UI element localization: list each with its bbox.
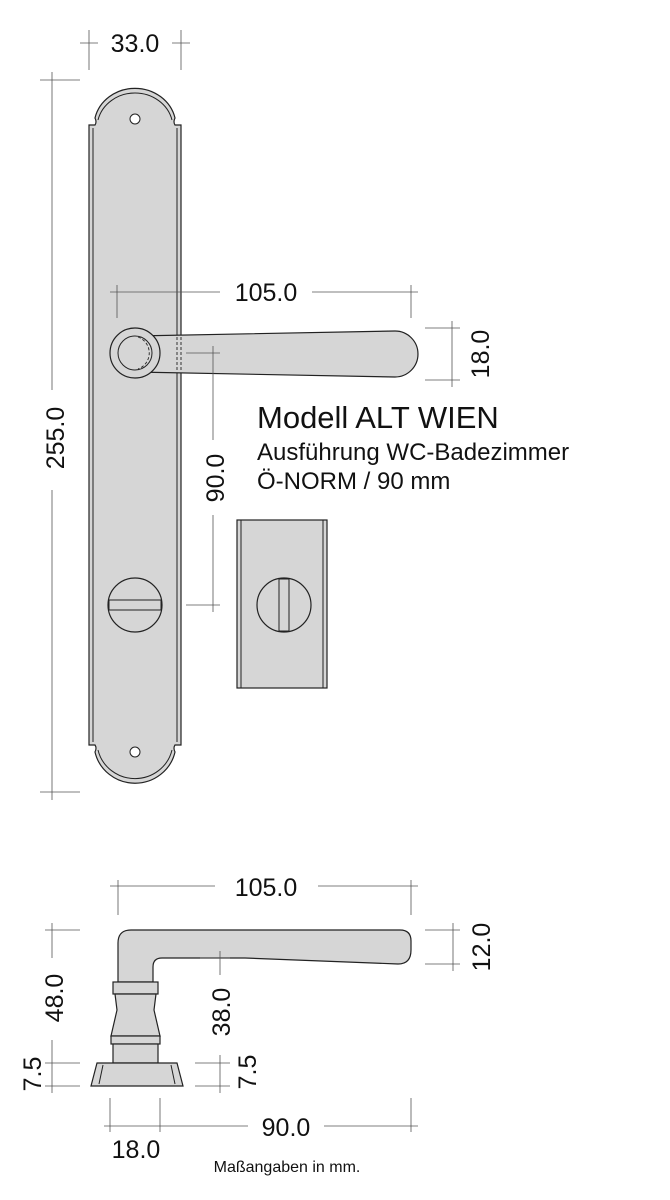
dimension-spindle-distance: 90.0 <box>186 346 230 612</box>
model-variant: Ausführung WC-Badezimmer <box>257 439 569 466</box>
wc-turn-front <box>107 577 163 633</box>
svg-text:38.0: 38.0 <box>208 988 236 1037</box>
svg-text:90.0: 90.0 <box>202 454 230 503</box>
dimension-side-lever-length: 105.0 <box>110 874 418 915</box>
svg-text:7.5: 7.5 <box>19 1057 47 1092</box>
back-plate <box>88 87 182 784</box>
dimension-neck-height: 38.0 7.5 <box>195 951 262 1093</box>
svg-text:90.0: 90.0 <box>262 1114 311 1142</box>
svg-text:12.0: 12.0 <box>468 923 496 972</box>
lever-side <box>90 929 412 1087</box>
svg-text:105.0: 105.0 <box>235 279 298 307</box>
units-footnote: Maßangaben in mm. <box>214 1159 361 1176</box>
dimension-plate-width: 33.0 <box>80 30 190 70</box>
model-norm: Ö-NORM / 90 mm <box>257 468 450 495</box>
svg-text:7.5: 7.5 <box>234 1055 262 1090</box>
model-title: Modell ALT WIEN <box>257 400 499 435</box>
svg-text:33.0: 33.0 <box>111 30 160 58</box>
svg-text:18.0: 18.0 <box>467 330 495 379</box>
svg-text:255.0: 255.0 <box>42 407 70 470</box>
lever-front <box>109 327 419 379</box>
dimension-total-height: 48.0 7.5 <box>19 923 80 1093</box>
svg-text:105.0: 105.0 <box>235 874 298 902</box>
dimension-neck-width-and-reach: 18.0 90.0 <box>104 1098 418 1164</box>
dimension-lever-height: 18.0 <box>425 321 495 387</box>
dimension-plate-height: 255.0 <box>40 72 80 800</box>
wc-escutcheon-side <box>236 519 328 689</box>
screw-hole-bottom <box>129 746 141 758</box>
svg-text:48.0: 48.0 <box>41 974 69 1023</box>
dimension-lever-thickness: 12.0 <box>425 923 496 972</box>
dimension-lever-length: 105.0 <box>110 279 418 318</box>
svg-text:18.0: 18.0 <box>112 1136 161 1164</box>
screw-hole-top <box>129 113 141 125</box>
